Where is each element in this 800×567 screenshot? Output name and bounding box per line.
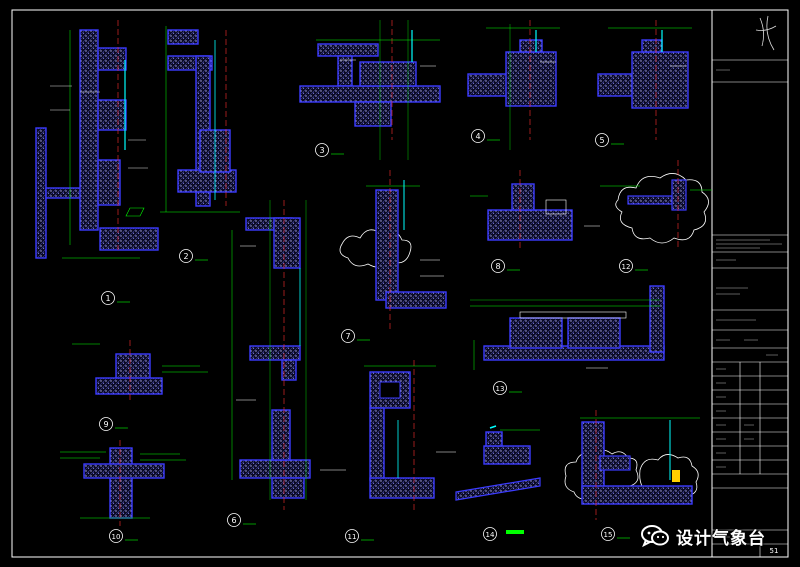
detail-6-section [231,200,311,510]
detail-3-section [299,20,441,160]
svg-text:15: 15 [604,531,613,539]
detail-7-callout: 7 [341,329,370,343]
detail-11-section [364,360,436,510]
detail-11-callout: 11 [345,529,374,543]
svg-text:1: 1 [105,294,110,303]
svg-text:7: 7 [345,332,350,341]
detail-13-callout: 13 [493,381,522,395]
detail-12-section [600,160,712,250]
watermark-text: 设计气象台 [676,528,766,549]
svg-text:9: 9 [103,420,108,429]
detail-9-section [72,340,208,400]
svg-text:10: 10 [112,533,121,541]
detail-4-section [467,20,560,150]
annotation-ticks [236,59,686,471]
detail-2-section [160,26,240,213]
detail-6-callout: 6 [227,513,256,527]
svg-text:4: 4 [475,132,480,141]
wechat-icon [641,525,669,548]
svg-text:12: 12 [622,263,631,271]
detail-14-section [455,425,541,501]
detail-9-callout: 9 [99,417,128,431]
detail-1-callout: 1 [101,291,130,305]
svg-text:6: 6 [231,516,236,525]
watermark: 设计气象台 [640,516,800,556]
svg-text:11: 11 [348,533,357,541]
detail-13-section [470,285,665,370]
detail-15-callout: 15 [601,527,630,541]
svg-text:5: 5 [599,136,604,145]
detail-4-callout: 4 [471,129,500,143]
detail-10-section [60,440,186,526]
svg-text:13: 13 [496,385,505,393]
svg-text:8: 8 [495,262,500,271]
sheet-frame [11,9,789,558]
svg-text:2: 2 [183,252,188,261]
detail-12-callout: 12 [619,259,648,273]
title-block [712,15,788,557]
title-block-scribble [716,69,782,538]
detail-8-callout: 8 [491,259,520,273]
detail-3-callout: 3 [315,143,344,157]
svg-text:14: 14 [486,531,495,539]
svg-text:3: 3 [319,146,324,155]
detail-5-section [597,20,692,140]
detail-10-callout: 10 [109,529,138,543]
detail-15-section [564,410,700,520]
detail-14-callout: 14 [483,527,524,541]
detail-2-callout: 2 [179,249,208,263]
detail-8-section [470,170,573,250]
sheet-number: 51 [770,547,779,555]
detail-1-section [35,20,159,259]
detail-1-labels [50,85,148,169]
detail-7-section [339,170,447,330]
detail-5-callout: 5 [595,133,624,147]
